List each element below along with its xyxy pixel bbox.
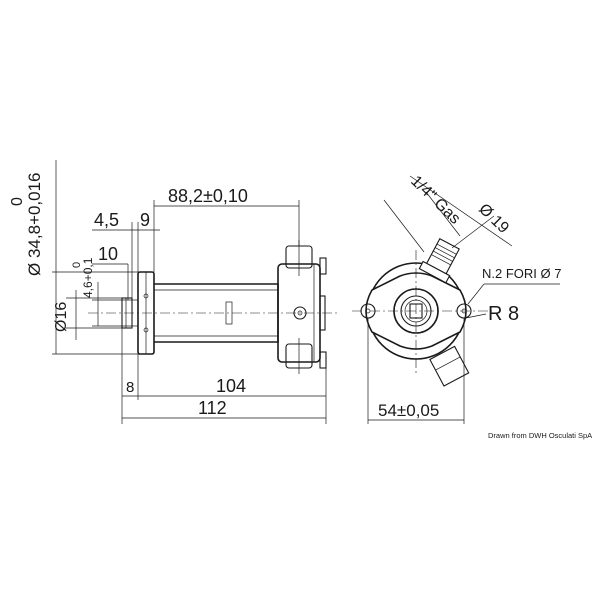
dim-line-gas <box>409 175 513 247</box>
body-slot <box>225 301 233 325</box>
thread-4 <box>431 254 451 266</box>
label-holes: N.2 FORI Ø 7 <box>482 266 561 281</box>
port-hex <box>418 260 451 284</box>
label-flange-width: 9 <box>140 210 150 230</box>
thread-3 <box>433 250 453 262</box>
label-length-104: 104 <box>216 376 246 396</box>
flange-hole-bottom <box>143 327 149 333</box>
ext-gas-left <box>383 199 425 253</box>
head-bolt <box>293 306 307 320</box>
ext-gas-right <box>425 191 461 237</box>
label-offset-8: 8 <box>126 379 134 396</box>
end-nipple-top <box>319 257 327 275</box>
leader-fori <box>467 283 485 305</box>
thread-2 <box>434 247 455 259</box>
label-thread-gas: 1/4" Gas <box>407 173 463 228</box>
end-cap <box>319 295 326 331</box>
label-port-offset: 88,2±0,10 <box>168 186 248 206</box>
label-shaft-tol-top: 0 <box>9 197 26 206</box>
label-radius: R 8 <box>488 303 519 325</box>
label-length-112: 112 <box>198 398 227 418</box>
side-view <box>88 240 340 374</box>
end-view <box>352 237 492 387</box>
label-bore-dia: Ø16 <box>53 302 70 332</box>
threaded-port <box>418 237 460 284</box>
side-dimensions <box>52 160 327 424</box>
ext-dia19 <box>451 215 495 249</box>
flange-hole-top <box>143 293 149 299</box>
head-bolt-center <box>297 310 303 316</box>
outlet-port <box>429 345 470 387</box>
label-key-depth: 10 <box>98 244 118 264</box>
side-labels: Ø 34,8+0,016 0 Ø16 4,6+0,1 0 10 4,5 9 88… <box>9 172 248 418</box>
end-dimensions <box>367 175 560 424</box>
leader-radius <box>465 313 487 319</box>
label-key-tol: 0 <box>71 262 83 268</box>
outlet-body <box>429 345 470 387</box>
end-nipple-bottom <box>319 351 327 369</box>
outlet-ring <box>435 356 461 371</box>
thread-1 <box>436 243 457 255</box>
label-flange-thk: 4,5 <box>94 210 119 230</box>
label-key-width: 4,6+0,1 <box>81 257 95 298</box>
label-thread-dia: Ø 19 <box>475 201 512 237</box>
label-hole-spacing: 54±0,05 <box>378 401 439 420</box>
label-shaft-dia: Ø 34,8+0,016 <box>25 172 44 276</box>
credit-text: Drawn from DWH Osculati SpA <box>488 431 592 440</box>
